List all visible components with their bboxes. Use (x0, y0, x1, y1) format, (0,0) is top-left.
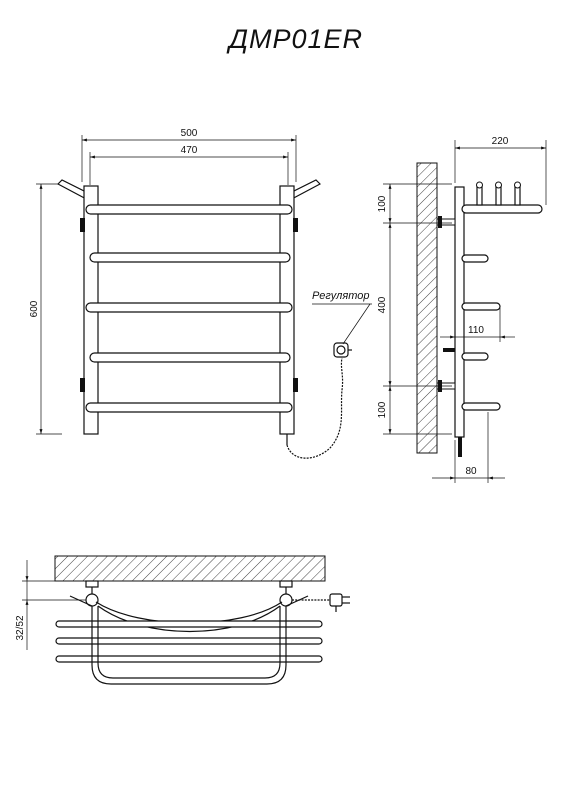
drawing-title: ДМР01ER (226, 24, 363, 54)
wall-hatch (416, 162, 438, 454)
crossbar-3 (85, 302, 293, 313)
power-cable (286, 357, 344, 459)
dim-bottom: 100 (377, 401, 388, 418)
dim-top: 100 (377, 195, 388, 212)
regulator-icon (333, 342, 352, 358)
top-view: 32/52 (15, 555, 350, 685)
dim-total-width: 500 (181, 128, 198, 139)
dim-axis-width: 470 (181, 145, 198, 156)
crossbar-1 (85, 204, 293, 215)
side-view: 220 100 400 100 110 80 (377, 136, 547, 483)
dim-height: 600 (29, 300, 40, 317)
dim-depth: 220 (492, 136, 509, 147)
dim-offset: 110 (468, 325, 484, 336)
crossbar-4 (89, 352, 291, 363)
regulator-label: Регулятор (312, 290, 370, 302)
front-view: 500 470 600 (29, 128, 372, 459)
dim-mid: 400 (377, 296, 388, 313)
wall-hatch-top (54, 555, 326, 582)
plug-icon (329, 593, 350, 612)
crossbar-5 (85, 402, 293, 413)
dim-wall: 80 (465, 466, 477, 477)
dim-pipe: 32/52 (15, 615, 26, 640)
crossbar-2 (89, 252, 291, 263)
